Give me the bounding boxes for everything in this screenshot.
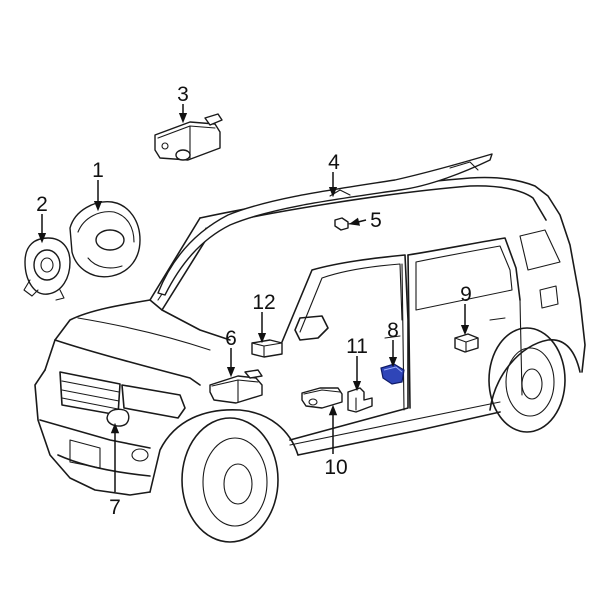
callout-7: 7 <box>109 496 121 519</box>
part-1-steering-wheel-airbag <box>69 201 141 278</box>
callout-12: 12 <box>252 291 275 314</box>
part-8-highlighted-sensor <box>380 363 405 385</box>
part-3-airbag-module <box>154 113 223 161</box>
callout-1: 1 <box>92 159 104 182</box>
callout-11: 11 <box>346 335 368 358</box>
callout-6: 6 <box>225 327 237 350</box>
vehicle-outline <box>34 176 586 543</box>
callout-10: 10 <box>324 456 347 479</box>
leader-5 <box>348 217 367 226</box>
callout-8: 8 <box>387 319 399 342</box>
part-7-impact-sensor <box>106 408 130 427</box>
part-4-curtain-airbag <box>157 153 493 296</box>
part-6-sensor-assembly <box>209 369 263 404</box>
part-11-bracket <box>347 387 373 413</box>
callout-2: 2 <box>36 193 48 216</box>
callout-9: 9 <box>460 283 472 306</box>
callout-3: 3 <box>177 83 189 106</box>
leader-lines <box>37 104 470 492</box>
callout-labels: 3 1 2 4 5 12 6 7 8 11 9 10 <box>36 83 472 519</box>
part-12-sensor <box>251 339 283 358</box>
part-9-rear-sensor <box>454 333 479 353</box>
callout-5: 5 <box>370 209 382 232</box>
callout-4: 4 <box>328 151 340 174</box>
part-2-clock-spring <box>23 237 71 301</box>
part-10-side-sensor <box>301 387 343 409</box>
part-5-bolt <box>334 217 359 231</box>
